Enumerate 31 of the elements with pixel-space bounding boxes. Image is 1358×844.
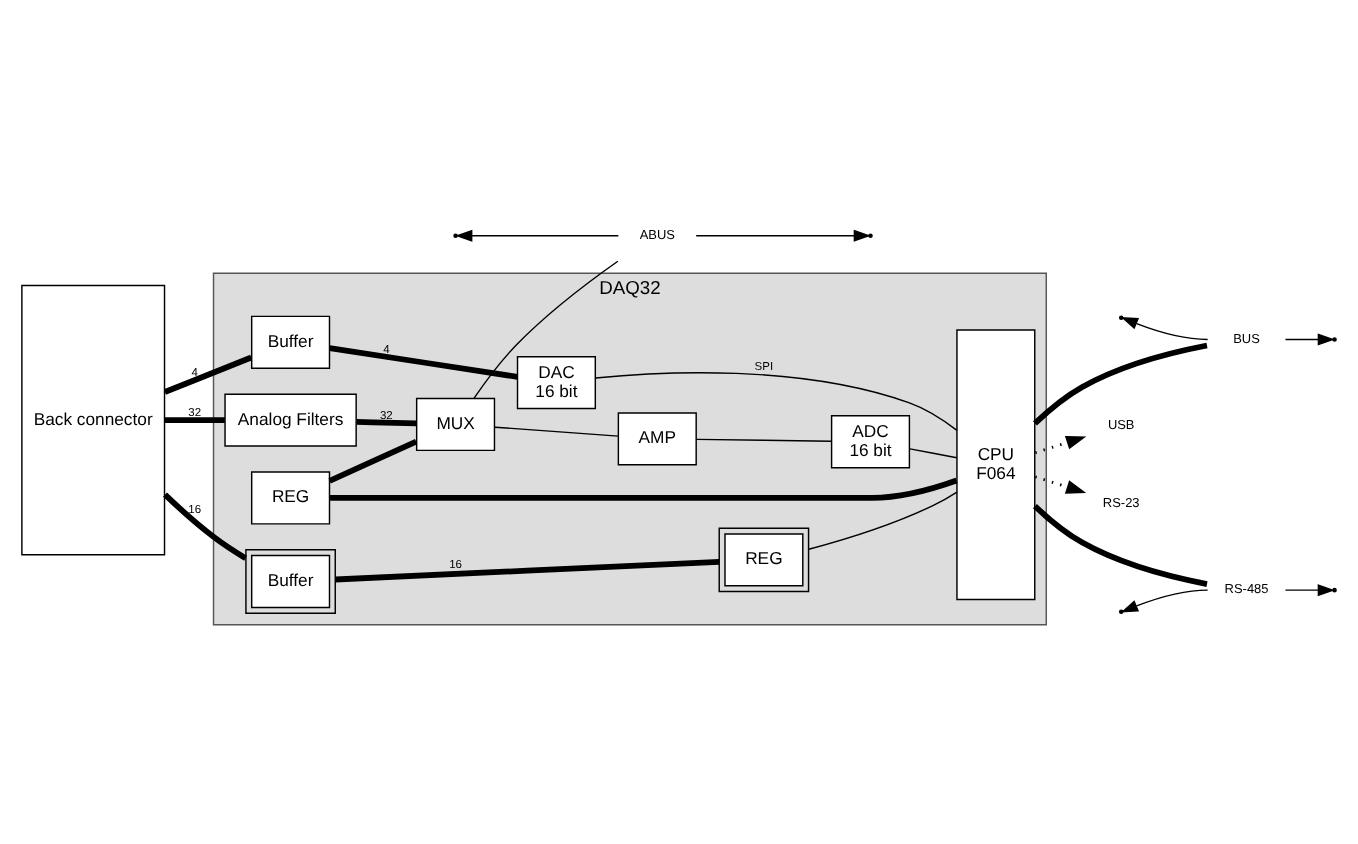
arrow	[695, 228, 871, 241]
connector	[808, 490, 958, 549]
connector	[330, 476, 958, 500]
node-box: Analog Filters	[224, 392, 357, 446]
connector	[164, 416, 225, 422]
connector	[594, 371, 958, 431]
node-box: DAC 16 bit	[516, 355, 597, 409]
node-box: CPU F064	[956, 328, 1036, 600]
node-box: Buffer	[245, 548, 336, 613]
connector	[1032, 503, 1208, 586]
node-box: REG	[718, 526, 810, 592]
arrow	[1034, 474, 1087, 493]
connector	[329, 344, 518, 379]
node-box: Buffer	[250, 314, 331, 368]
connector	[163, 353, 253, 394]
connector	[1032, 341, 1208, 425]
connector	[695, 437, 832, 441]
node-box: REG	[250, 470, 331, 524]
node-box: MUX	[415, 396, 496, 451]
connector	[473, 259, 619, 399]
node-box: ADC 16 bit	[830, 414, 911, 468]
connector	[356, 417, 417, 426]
arrow	[1120, 588, 1209, 612]
connector	[909, 447, 958, 458]
node-box: Back connector	[21, 283, 166, 555]
connector	[494, 425, 619, 436]
arrow	[1034, 434, 1087, 454]
connector	[335, 558, 720, 582]
connector	[328, 438, 418, 483]
node-box: AMP	[617, 411, 697, 465]
connector	[163, 491, 248, 560]
